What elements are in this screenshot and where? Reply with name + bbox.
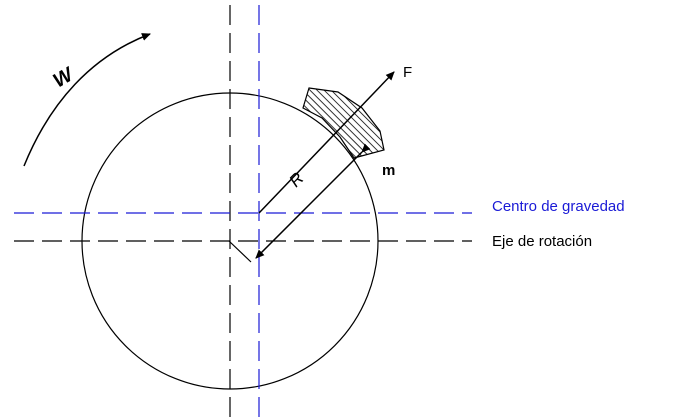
force-label: F (403, 64, 412, 81)
radius-extension-line (228, 240, 252, 263)
rotation-arrow (23, 33, 151, 167)
mass-label: m (382, 162, 395, 179)
unbalance-mass (302, 87, 385, 159)
radius-dimension-line (255, 143, 371, 259)
axis-of-rotation-label: Eje de rotación (492, 233, 592, 250)
radius-label: R (285, 169, 307, 191)
omega-label: W (50, 63, 79, 93)
center-of-gravity-label: Centro de gravedad (492, 198, 625, 215)
